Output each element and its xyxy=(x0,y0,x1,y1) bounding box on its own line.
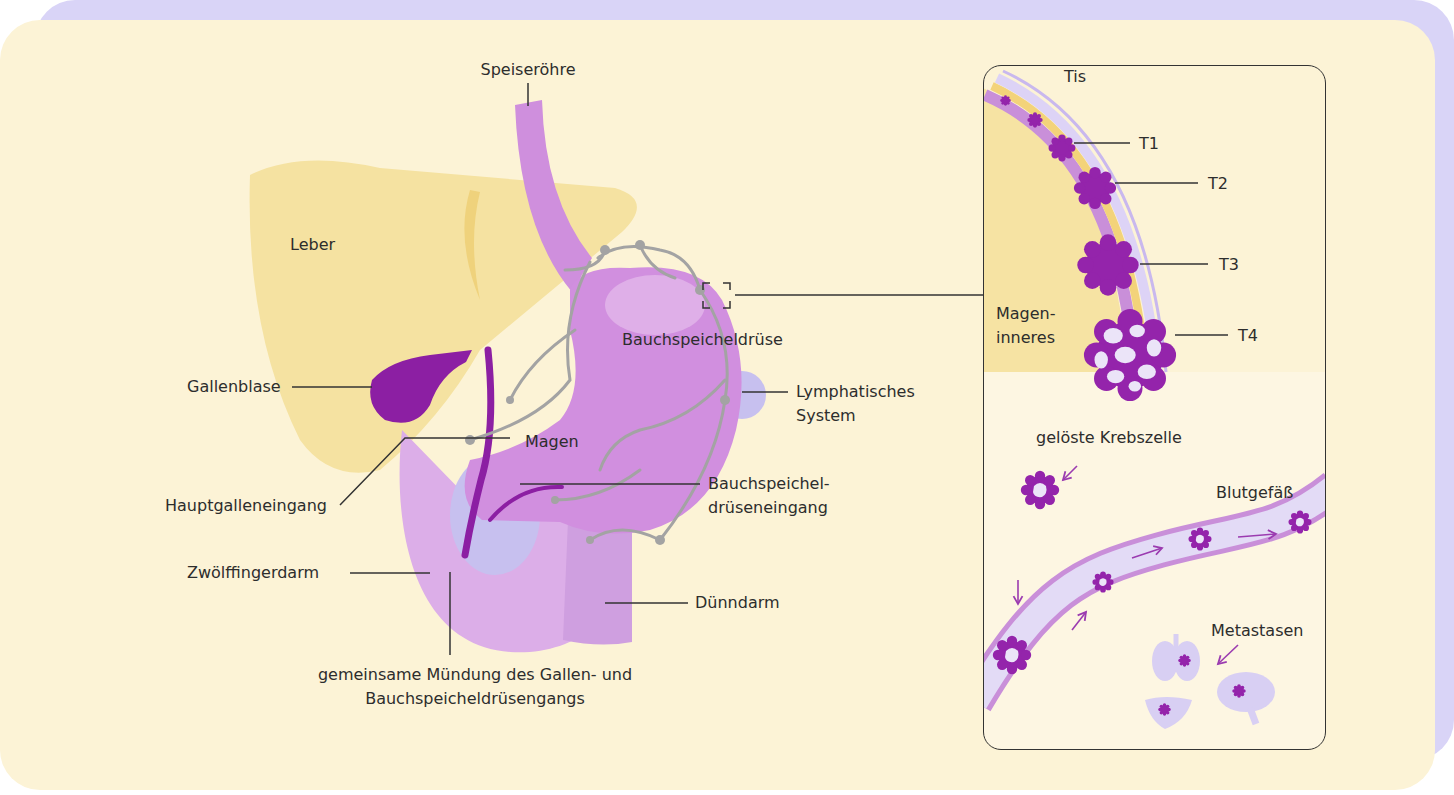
stomach-highlight xyxy=(605,275,705,335)
tumor-t4 xyxy=(1084,309,1176,401)
bile-duct xyxy=(465,350,491,555)
gallbladder-shape xyxy=(370,350,472,423)
lymph-vessels xyxy=(470,245,727,540)
tumor-tis xyxy=(1000,95,1011,106)
part-label: Magen xyxy=(525,430,579,454)
circulating-cell xyxy=(1188,527,1211,550)
part-label: Bauchspeicheldrüse xyxy=(622,328,783,352)
stomach-shape xyxy=(465,267,742,533)
zoom-bracket xyxy=(703,283,730,308)
panel-label: Tis xyxy=(1064,65,1086,89)
tumor-t1 xyxy=(1049,135,1076,162)
circulating-cell xyxy=(1288,510,1311,533)
blood-vessel-wall xyxy=(984,487,1325,702)
panel-label: T4 xyxy=(1238,324,1258,348)
panel-label: T2 xyxy=(1208,172,1228,196)
blood-vessel-lumen xyxy=(984,487,1325,702)
inset-illustration xyxy=(984,66,1325,749)
metastasis-organs xyxy=(1145,634,1275,729)
part-label: Hauptgalleneingang xyxy=(165,494,327,518)
detached-cell xyxy=(993,636,1031,674)
card-background xyxy=(0,20,1435,790)
panel-label: gelöste Krebszelle xyxy=(1036,426,1182,450)
lymph-nodes xyxy=(465,240,730,545)
detached-cell xyxy=(1021,471,1059,509)
panel-label: T3 xyxy=(1219,253,1239,277)
esophagus-shape xyxy=(515,100,592,292)
tumor-tis xyxy=(1027,112,1042,127)
part-label: Zwölffingerdarm xyxy=(187,561,319,585)
panel-label: Blutgefäß xyxy=(1216,481,1293,505)
part-label: Lymphatisches System xyxy=(796,380,936,428)
anatomy xyxy=(250,100,766,652)
tumor-t2 xyxy=(1074,167,1116,209)
liver-fold xyxy=(464,190,480,300)
leader-lines xyxy=(292,83,983,655)
small-intestine-shape xyxy=(563,520,632,645)
circulating-cell xyxy=(1092,571,1113,592)
part-label: Dünndarm xyxy=(695,591,780,615)
panel-label: Metastasen xyxy=(1211,619,1303,643)
tumor-leaders xyxy=(1074,143,1228,335)
part-label: Bauchspeichel- drüseneingang xyxy=(708,472,858,520)
panel-label: Magen- inneres xyxy=(996,302,1071,350)
tumor-t3 xyxy=(1077,234,1138,295)
panel-label: T1 xyxy=(1139,132,1159,156)
pancreatic-duct xyxy=(490,487,562,520)
part-label: gemeinsame Mündung des Gallen- und Bauch… xyxy=(295,663,655,711)
part-label: Speiseröhre xyxy=(458,58,598,82)
zoom-panel: TisT1T2T3T4 Magen- inneres gelöste Krebsze… xyxy=(983,65,1326,750)
part-label: Leber xyxy=(290,233,335,257)
part-label: Gallenblase xyxy=(187,375,281,399)
